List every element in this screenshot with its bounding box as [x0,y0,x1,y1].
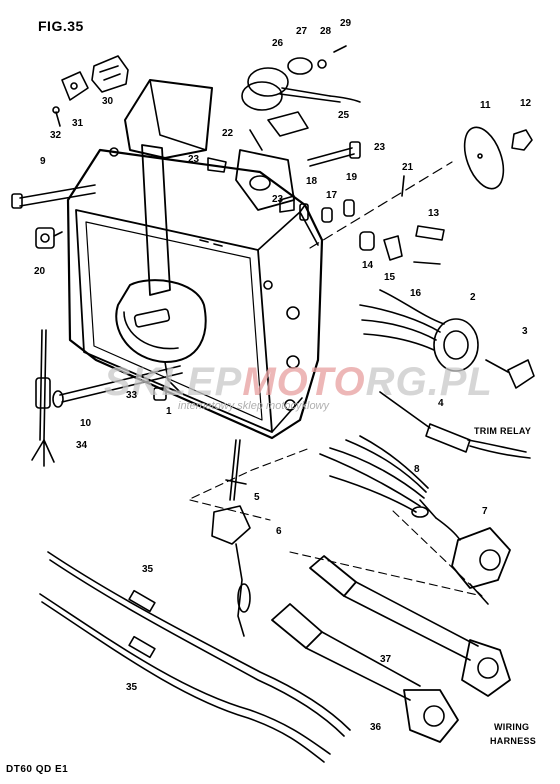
callout-21: 21 [402,162,414,173]
callout-26: 26 [272,38,284,49]
callout-28: 28 [320,26,332,37]
figure-label: FIG.35 [38,18,84,34]
control-lever [115,79,213,393]
caption-harness: HARNESS [490,736,537,746]
callout-11: 11 [480,100,491,111]
caption-trim-relay: TRIM RELAY [474,426,532,436]
control-box-housing [66,147,324,440]
part-34-wires [31,329,55,467]
part-36-harness [271,603,459,743]
callout-32: 32 [50,130,62,141]
part-23-bolt [207,141,361,213]
callout-13: 13 [428,208,440,219]
callout-29: 29 [340,18,352,29]
callout-33: 33 [126,390,138,401]
part-25-plate [267,111,309,137]
assembly-leader-line [309,161,453,249]
part-33 [153,387,167,401]
callout-6: 6 [276,526,282,537]
part-bolt-10 [52,365,183,408]
callout-22: 22 [222,128,234,139]
callout-12: 12 [520,98,532,109]
callout-35-upper: 35 [142,564,154,575]
part-bolt-9 [11,184,96,209]
callout-27: 27 [296,26,308,37]
callout-23-right: 23 [374,142,386,153]
callout-31: 31 [72,118,84,129]
callout-35-lower: 35 [126,682,138,693]
callout-7: 7 [482,506,488,517]
callout-16: 16 [410,288,422,299]
part-32 [52,106,61,127]
part-5-wire [225,439,247,501]
callout-10: 10 [80,418,92,429]
part-3-key [485,359,535,389]
watermark-tagline: internetowy sklep motocyklowy [178,400,330,412]
watermark-brand: SKLEPMOTORG.PL [104,360,493,404]
part-20 [35,227,63,249]
part-37-harness [289,509,511,697]
callout-25: 25 [338,110,350,121]
caption-wiring: WIRING [494,722,530,732]
part-4-trim-relay [379,391,531,459]
part-11-disc [463,126,505,190]
callout-14: 14 [362,260,374,271]
callout-30: 30 [102,96,114,107]
part-7-connector [451,527,511,605]
callout-3: 3 [522,326,528,337]
callout-4: 4 [438,398,444,409]
callout-36: 36 [370,722,382,733]
part-6-switch [211,505,251,637]
callout-23-lower: 23 [272,194,284,205]
callout-23-left: 23 [188,154,200,165]
part-2-keyswitch [359,289,479,372]
wiring-harness-bundle [319,435,461,541]
callout-9: 9 [40,156,46,167]
callout-18: 18 [306,176,318,187]
part-26-switch [241,45,361,111]
part-12-nut [511,129,533,151]
model-code: DT60 QD E1 [6,764,69,775]
small-parts-17-21 [299,175,445,265]
part-22-bracket [235,129,295,211]
callout-19: 19 [346,172,358,183]
callout-37: 37 [380,654,392,665]
callout-34: 34 [76,440,88,451]
callout-2: 2 [470,292,476,303]
callout-15: 15 [384,272,396,283]
callout-17: 17 [326,190,338,201]
part-35-cables [39,551,351,763]
part-30 [91,55,129,93]
callout-1: 1 [166,406,172,417]
callout-8: 8 [414,464,420,475]
callout-20: 20 [34,266,46,277]
part-31 [61,71,89,101]
callout-5: 5 [254,492,260,503]
